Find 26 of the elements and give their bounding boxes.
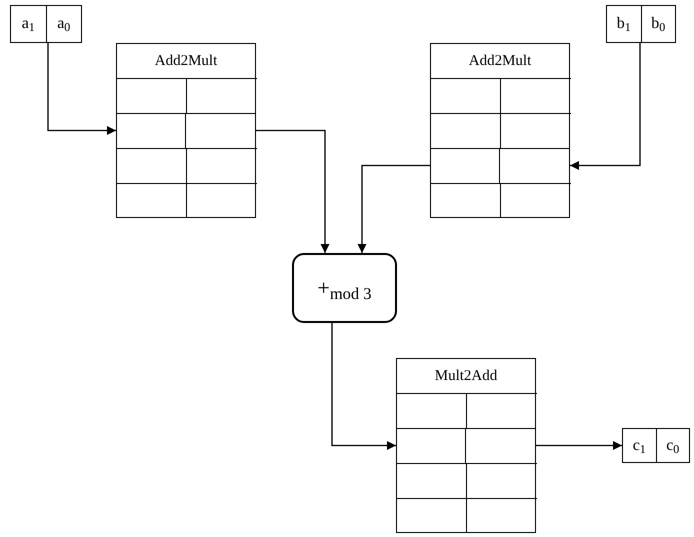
table-title: Mult2Add xyxy=(434,366,498,386)
register-box xyxy=(606,5,676,43)
register-label: c$_{0}$ xyxy=(666,436,680,458)
arrow xyxy=(570,43,641,170)
register-box xyxy=(10,5,82,43)
register-box xyxy=(622,428,690,463)
table-title: Add2Mult xyxy=(468,52,532,71)
table-cell xyxy=(430,148,500,183)
register-label: b$_{0}$ xyxy=(651,14,666,36)
operation-label: +$_{mod 3}$ xyxy=(317,277,372,299)
lookup-table xyxy=(396,358,536,533)
lookup-table xyxy=(116,43,256,218)
table-cell xyxy=(396,428,466,463)
register-label: a$_{1}$ xyxy=(22,14,35,36)
operation-box xyxy=(292,253,397,323)
arrow xyxy=(331,323,396,450)
arrow xyxy=(256,130,330,253)
arrow xyxy=(47,43,116,136)
register-label: b$_{1}$ xyxy=(616,14,631,36)
register-label: a$_{0}$ xyxy=(57,14,70,36)
arrow xyxy=(536,440,622,450)
table-title: Add2Mult xyxy=(154,52,218,71)
register-label: c$_{1}$ xyxy=(632,436,646,458)
table-cell xyxy=(116,113,186,148)
lookup-table xyxy=(430,43,570,218)
arrow xyxy=(357,164,430,253)
